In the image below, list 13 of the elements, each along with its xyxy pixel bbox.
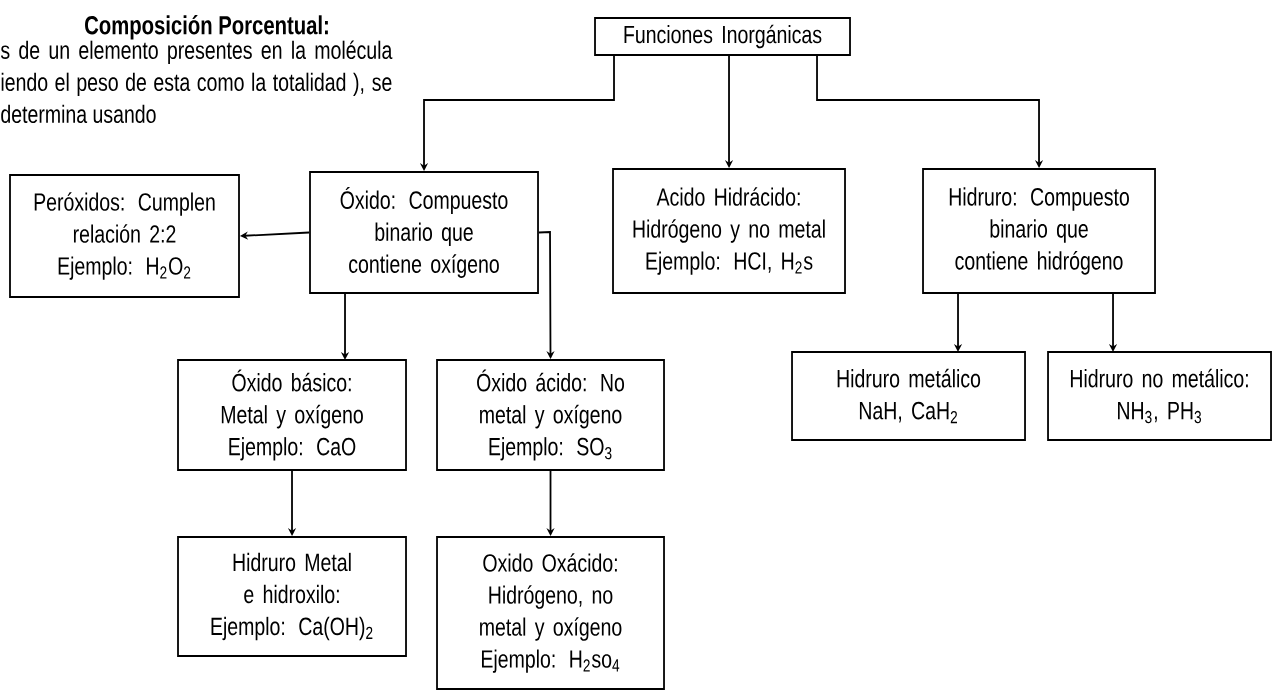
box: Hidruro: Compuesto binario que contiene hidrógeno bbox=[922, 168, 1156, 294]
box: Acido Hidrácido: Hidrógeno y no metal Ejemplo: HCI, H$_{2}$s bbox=[612, 168, 846, 294]
box: Oxido Oxácido: Hidrógeno, no metal y oxígeno Ejemplo: H$_{2}$so$_{4}$ bbox=[436, 536, 665, 690]
box: Hidruro metálico NaH, CaH$_{2}$ bbox=[791, 351, 1026, 441]
box: Hidruro Metal e hidroxilo: Ejemplo: Ca(OH)$_{2}$ bbox=[177, 536, 407, 657]
box: Óxido básico: Metal y oxígeno Ejemplo: CaO bbox=[177, 359, 407, 471]
box: Óxido ácido: No metal y oxígeno Ejemplo: SO$_{3}$ bbox=[436, 359, 665, 471]
box: Funciones Inorgánicas bbox=[594, 17, 851, 56]
box: Hidruro no metálico: NH$_{3}$, PH$_{3}$ bbox=[1047, 351, 1272, 441]
box: Óxido: Compuesto binario que contiene oxígeno bbox=[309, 171, 539, 294]
paragraph: s de un elemento presentes en la molécula iendo el peso de esta como la totalidad ), se determina usando bbox=[0, 40, 393, 124]
heading: Composición Porcentual: bbox=[85, 15, 328, 40]
box: Peróxidos: Cumplen relación 2:2 Ejemplo: H$_{2}$O$_{2}$ bbox=[9, 174, 240, 298]
